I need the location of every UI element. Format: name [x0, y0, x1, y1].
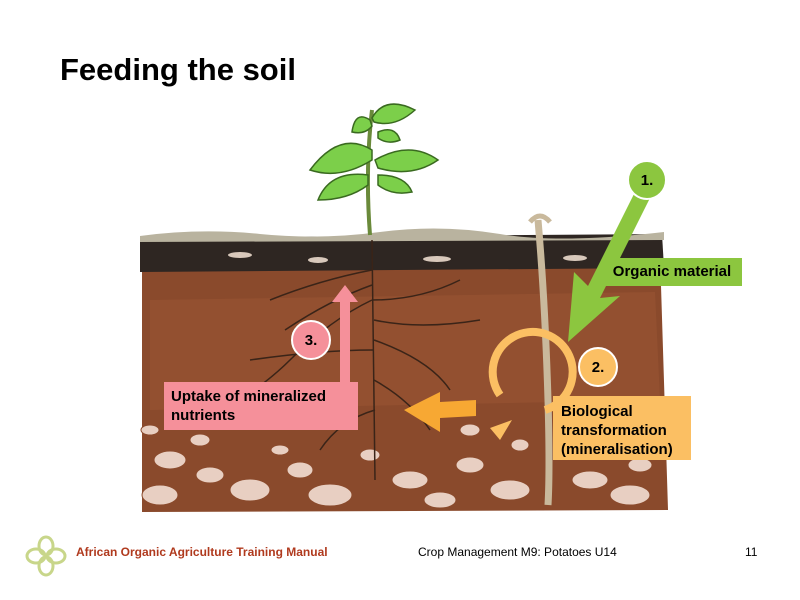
page-number: 11: [745, 545, 758, 559]
step-2-badge: 2.: [578, 347, 618, 387]
biological-transformation-cycle: [488, 327, 577, 414]
bio-label-line-1: Biological: [561, 403, 633, 420]
bio-label-line-3: (mineralisation): [561, 441, 673, 458]
organic-material-label: Organic material: [602, 258, 742, 286]
bio-label-line-2: transformation: [561, 422, 667, 439]
nutrient-uptake-label: Uptake of mineralized nutrients: [164, 382, 358, 430]
soil-midtone: [150, 292, 660, 410]
topsoil-layer: [140, 234, 664, 272]
flower-knot-logo-icon: [25, 535, 67, 577]
decomposing-stalk: [534, 219, 553, 506]
slide-title: Feeding the soil: [60, 52, 296, 87]
plant-leaves: [308, 103, 440, 201]
nutrient-uptake-arrow: [332, 285, 358, 390]
transformation-to-roots-arrow: [404, 392, 476, 432]
cycle-arrowhead: [490, 420, 512, 440]
step-1-badge: 1.: [627, 160, 667, 200]
earthworms: [228, 252, 587, 263]
stalk-top: [528, 213, 552, 224]
step-3-badge: 3.: [291, 320, 331, 360]
footer-manual-title: African Organic Agriculture Training Man…: [76, 545, 328, 559]
uptake-label-line-1: Uptake of mineralized: [171, 388, 327, 405]
biological-transformation-label: Biological transformation (mineralisatio…: [553, 396, 691, 460]
surface-litter: [140, 228, 664, 242]
uptake-label-line-2: nutrients: [171, 407, 236, 424]
footer-module: Crop Management M9: Potatoes U14: [418, 545, 617, 559]
